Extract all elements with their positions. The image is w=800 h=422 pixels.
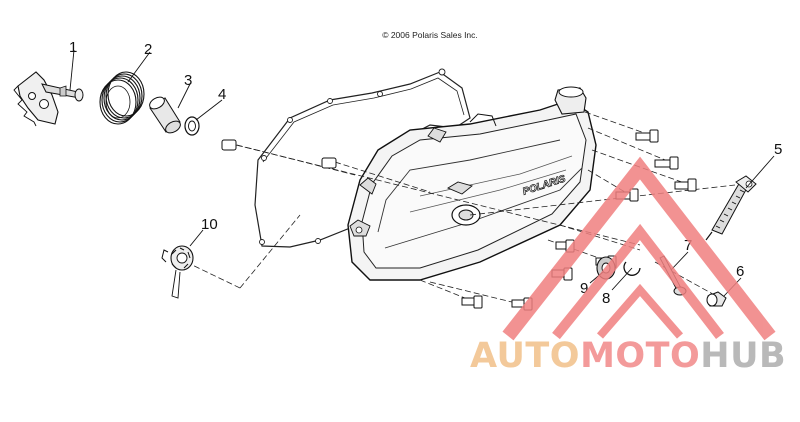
part-2-spring	[99, 71, 145, 125]
callout-5: 5	[774, 141, 782, 158]
gasket-bolt-holes	[259, 68, 446, 245]
watermark-moto: MOTO	[580, 336, 701, 376]
bolt-j	[461, 295, 483, 309]
part-3-bushing	[149, 96, 181, 134]
copyright-text: © 2006 Polaris Sales Inc.	[382, 30, 478, 40]
bolt-a	[221, 139, 237, 151]
part-8-clip	[623, 261, 641, 276]
transmission-cover: POLARIS	[347, 86, 597, 281]
part-10-inspection-cap	[161, 245, 194, 299]
watermark-hub: HUB	[700, 336, 787, 376]
callout-7: 7	[684, 237, 692, 254]
callout-4: 4	[218, 86, 226, 103]
watermark-brand: AUTOMOTOHUB	[470, 336, 786, 376]
callout-9: 9	[580, 280, 588, 297]
part-1-starter-gear	[13, 71, 84, 127]
bolt-e	[674, 178, 697, 192]
watermark-logo-icon	[502, 156, 776, 341]
callout-2: 2	[144, 41, 152, 58]
callout-8: 8	[602, 290, 610, 307]
part-4-washer	[184, 116, 200, 136]
callout-10: 10	[201, 216, 218, 233]
callout-1: 1	[69, 39, 77, 56]
leader-lines	[69, 49, 775, 297]
callout-3: 3	[184, 72, 192, 89]
watermark-auto: AUTO	[470, 336, 581, 376]
part-6-plug	[706, 291, 727, 307]
bolt-b	[321, 157, 337, 169]
bolt-c	[635, 129, 659, 143]
bolt-d	[654, 156, 679, 170]
callouts: 1 2 3 4 5 6 7 8 9 10	[69, 39, 782, 307]
callout-6: 6	[736, 263, 744, 280]
